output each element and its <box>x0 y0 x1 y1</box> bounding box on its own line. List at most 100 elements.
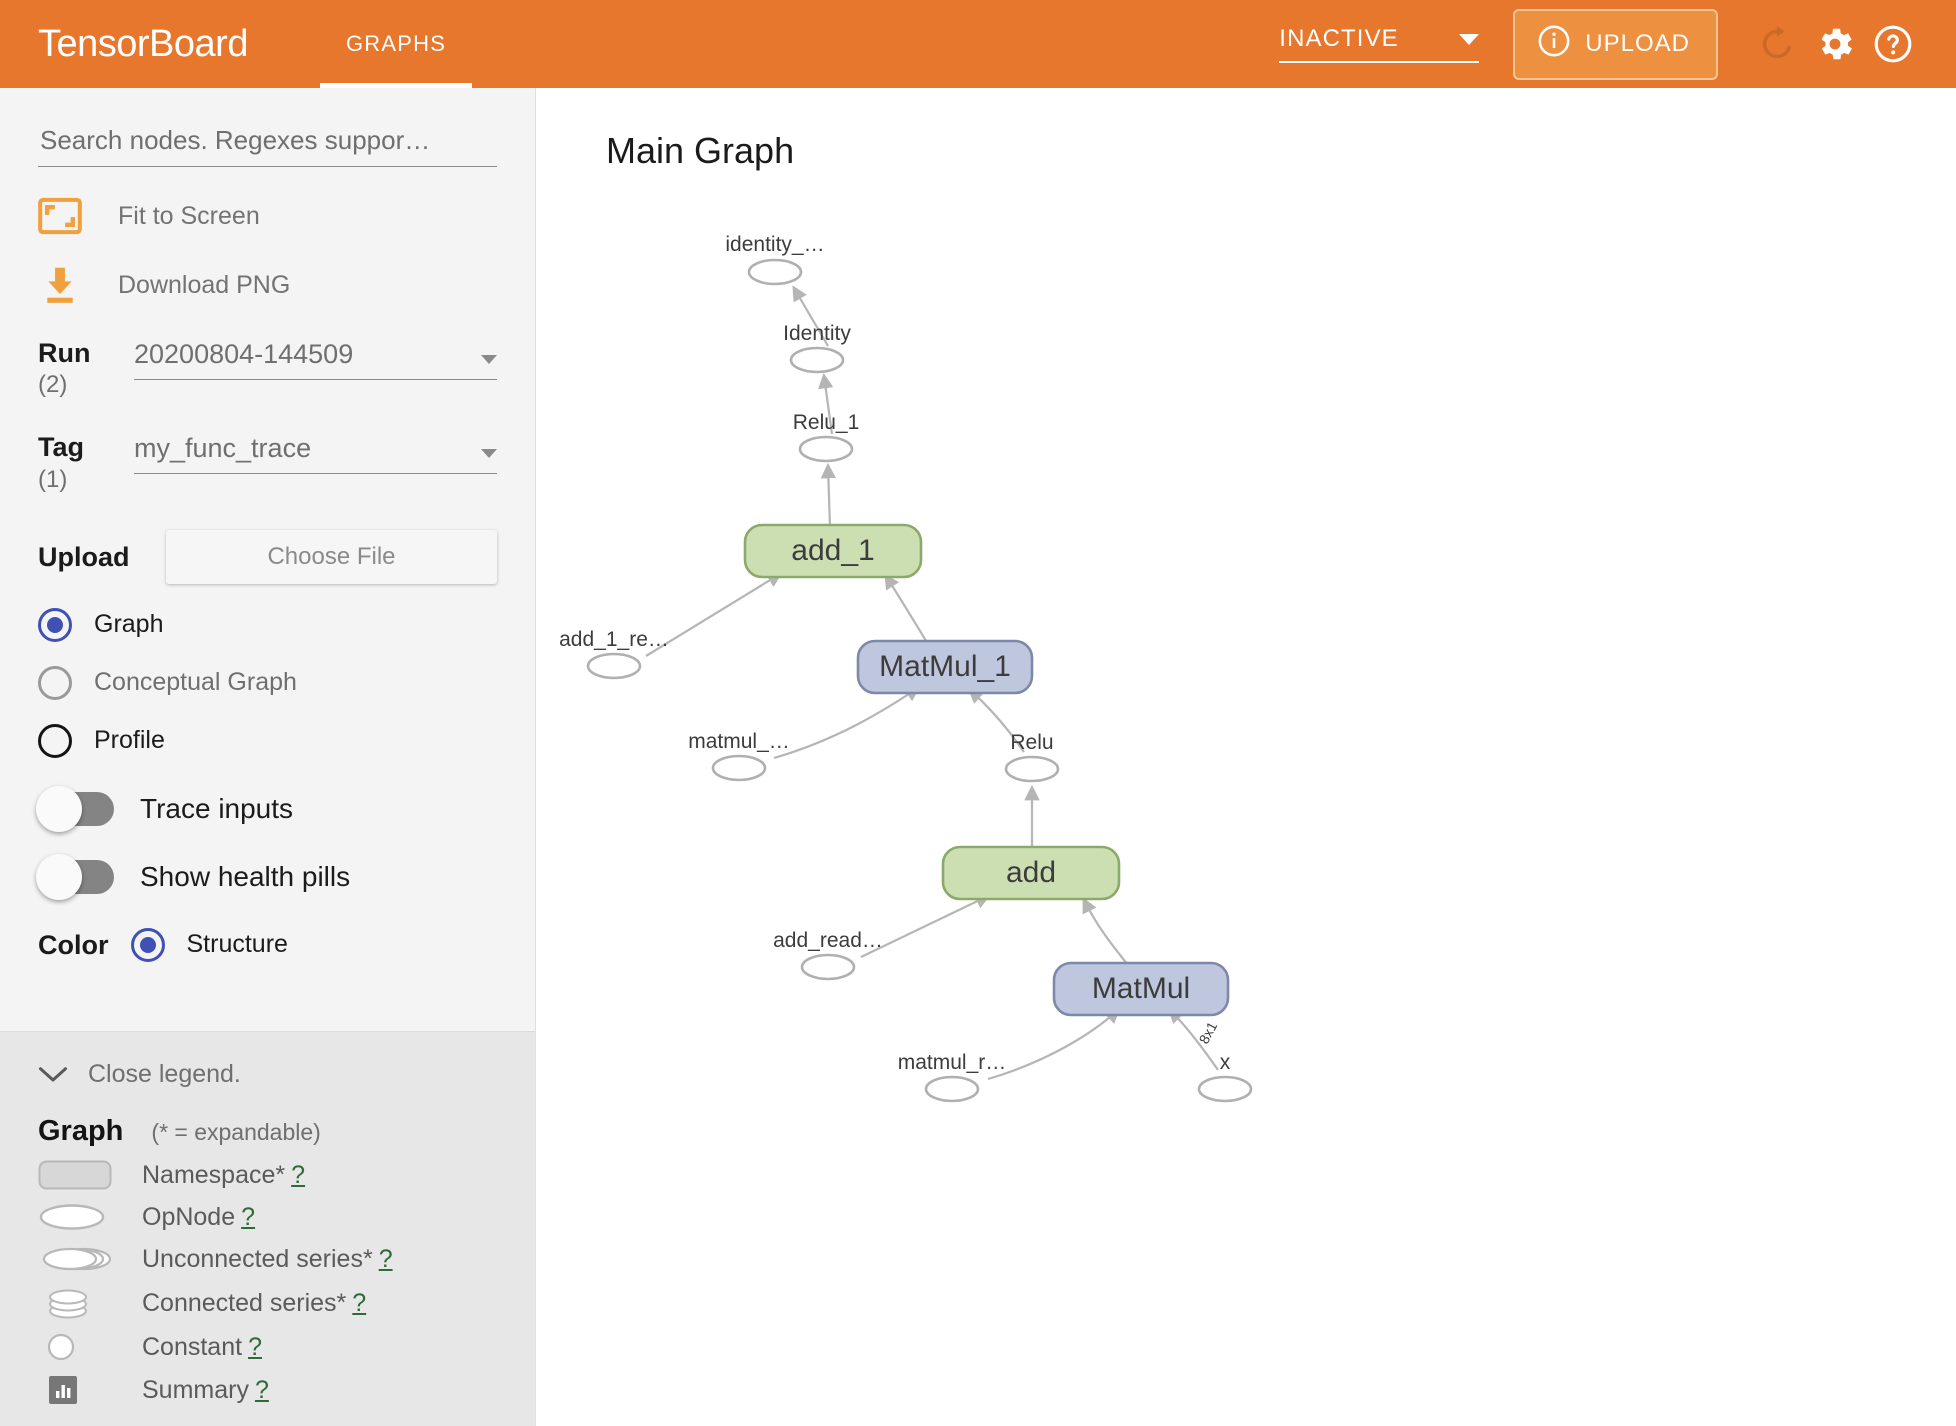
radio-conceptual-graph-indicator <box>38 665 72 700</box>
opnode-ellipse-icon[interactable] <box>747 258 803 286</box>
unconnected-series-icon <box>38 1244 124 1274</box>
legend-item-label: Unconnected series* <box>142 1244 373 1273</box>
legend-item: Connected series*? <box>38 1286 497 1320</box>
close-legend-button[interactable]: Close legend. <box>38 1060 497 1089</box>
radio-graph[interactable]: Graph <box>38 607 497 642</box>
legend-item-label: OpNode <box>142 1202 236 1231</box>
trace-inputs-switch[interactable] <box>36 785 114 832</box>
graph-node-add-read[interactable]: add_read… <box>773 929 883 981</box>
opnode-ellipse-icon[interactable] <box>789 346 845 374</box>
upload-field: Upload Choose File <box>38 529 497 584</box>
search-input[interactable] <box>38 124 497 157</box>
graph-node-matmul-1[interactable]: MatMul_1 <box>856 639 1034 695</box>
legend-item: Summary? <box>38 1374 497 1406</box>
fit-to-screen-icon <box>38 197 90 235</box>
graph-node-add[interactable]: add <box>941 845 1121 901</box>
legend-header: Graph (* = expandable) <box>38 1115 497 1148</box>
namespace-rect-icon[interactable] <box>1052 961 1230 1017</box>
legend-help-icon[interactable]: ? <box>291 1160 306 1189</box>
tab-graphs-label: GRAPHS <box>345 31 447 56</box>
run-field: Run (2) 20200804-144509 <box>38 339 497 399</box>
namespace-rect-icon[interactable] <box>856 639 1034 695</box>
run-select[interactable]: 20200804-144509 <box>134 339 497 380</box>
graph-node-add-1[interactable]: add_1 <box>743 523 923 579</box>
graph-canvas[interactable]: Main Graph <box>536 88 1956 1426</box>
opnode-ellipse-icon[interactable] <box>711 754 767 782</box>
opnode-ellipse-icon[interactable] <box>1004 755 1060 783</box>
edge-matmul-to-add <box>1082 897 1129 966</box>
opnode-ellipse-icon[interactable] <box>798 435 854 463</box>
graph-nodes: identity_… Identity Relu_1 add_1 <box>559 233 1253 1103</box>
edge-matmul1-to-add1 <box>884 573 929 645</box>
run-value: 20200804-144509 <box>134 339 354 369</box>
opnode-ellipse-icon[interactable] <box>924 1075 980 1103</box>
graph-node-matmul-read[interactable]: matmul_r… <box>898 1051 1007 1103</box>
legend-panel: Close legend. Graph (* = expandable) Nam… <box>0 1031 535 1426</box>
legend-help-icon[interactable]: ? <box>352 1288 367 1317</box>
graph-node-add-1-read[interactable]: add_1_re… <box>559 628 669 680</box>
graph-node-relu[interactable]: Relu <box>1004 731 1060 783</box>
edge-addread-to-add <box>860 894 991 958</box>
refresh-icon[interactable] <box>1748 15 1806 73</box>
opnode-ellipse-icon[interactable] <box>800 953 856 981</box>
fit-to-screen-button[interactable]: Fit to Screen <box>38 197 497 235</box>
edge-matmulread1-to-matmul1 <box>773 686 921 760</box>
radio-structure-indicator[interactable] <box>130 927 165 962</box>
sidebar: Fit to Screen Download PNG Run (2) <box>0 88 536 1426</box>
graph-node-identity[interactable]: Identity <box>783 322 851 374</box>
graph-node-label: matmul_… <box>688 730 790 753</box>
show-health-pills-switch[interactable] <box>36 853 114 900</box>
fit-to-screen-label: Fit to Screen <box>118 201 260 230</box>
gear-icon[interactable] <box>1806 15 1864 73</box>
tag-select[interactable]: my_func_trace <box>134 433 497 475</box>
help-circle-icon[interactable] <box>1864 15 1922 73</box>
graph-node-relu-1[interactable]: Relu_1 <box>793 411 860 463</box>
choose-file-button[interactable]: Choose File <box>166 529 497 584</box>
opnode-ellipse-icon <box>38 1202 124 1232</box>
graph-node-label: x <box>1220 1051 1231 1074</box>
graph-node-label: add_1_re… <box>559 628 669 651</box>
graph-node-matmul-read-1[interactable]: matmul_… <box>688 730 790 782</box>
legend-help-icon[interactable]: ? <box>248 1332 262 1361</box>
graph-node-label: identity_… <box>725 233 824 256</box>
legend-item: Unconnected series*? <box>38 1244 497 1274</box>
radio-conceptual-graph[interactable]: Conceptual Graph <box>38 665 497 700</box>
graph-node-label: Identity <box>783 322 851 345</box>
app-header: TensorBoard GRAPHS INACTIVE UPLOAD <box>0 0 1956 88</box>
opnode-ellipse-icon[interactable] <box>586 652 642 680</box>
opnode-ellipse-icon[interactable] <box>1197 1075 1253 1103</box>
show-health-pills-label: Show health pills <box>140 860 351 892</box>
legend-item: Constant? <box>38 1332 497 1362</box>
legend-item: OpNode? <box>38 1202 497 1232</box>
tag-field: Tag (1) my_func_trace <box>38 433 497 493</box>
legend-title: Graph <box>38 1115 124 1147</box>
radio-profile[interactable]: Profile <box>38 723 497 758</box>
graph-node-label: MatMul_1 <box>879 650 1011 683</box>
edge-add1read-to-add1 <box>645 572 783 657</box>
upload-button-label: UPLOAD <box>1585 30 1690 57</box>
run-label: Run <box>38 338 91 368</box>
radio-structure-label: Structure <box>186 930 288 959</box>
upload-button[interactable]: UPLOAD <box>1513 8 1718 80</box>
graph-edges <box>645 285 1219 1081</box>
tab-graphs[interactable]: GRAPHS <box>319 0 473 88</box>
graph-node-matmul[interactable]: MatMul <box>1052 961 1230 1017</box>
show-health-pills-toggle[interactable]: Show health pills <box>36 853 497 900</box>
trace-inputs-toggle[interactable]: Trace inputs <box>36 785 497 832</box>
graph-svg[interactable]: identity_… Identity Relu_1 add_1 <box>536 88 1956 1426</box>
legend-help-icon[interactable]: ? <box>254 1375 269 1404</box>
download-png-button[interactable]: Download PNG <box>38 265 497 305</box>
legend-help-icon[interactable]: ? <box>241 1202 256 1231</box>
trace-inputs-label: Trace inputs <box>140 792 294 824</box>
radio-profile-indicator <box>38 723 72 758</box>
graph-node-x[interactable]: x <box>1197 1051 1253 1103</box>
search-field[interactable] <box>38 124 497 167</box>
legend-item: Namespace*? <box>38 1160 497 1190</box>
legend-help-icon[interactable]: ? <box>378 1244 393 1273</box>
graph-node-identity-out[interactable]: identity_… <box>725 233 825 286</box>
run-status-select[interactable]: INACTIVE <box>1279 25 1480 63</box>
namespace-rect-icon[interactable] <box>941 845 1121 901</box>
graph-node-label: Relu <box>1010 731 1053 754</box>
namespace-rect-icon[interactable] <box>743 523 923 579</box>
download-png-label: Download PNG <box>118 270 291 299</box>
